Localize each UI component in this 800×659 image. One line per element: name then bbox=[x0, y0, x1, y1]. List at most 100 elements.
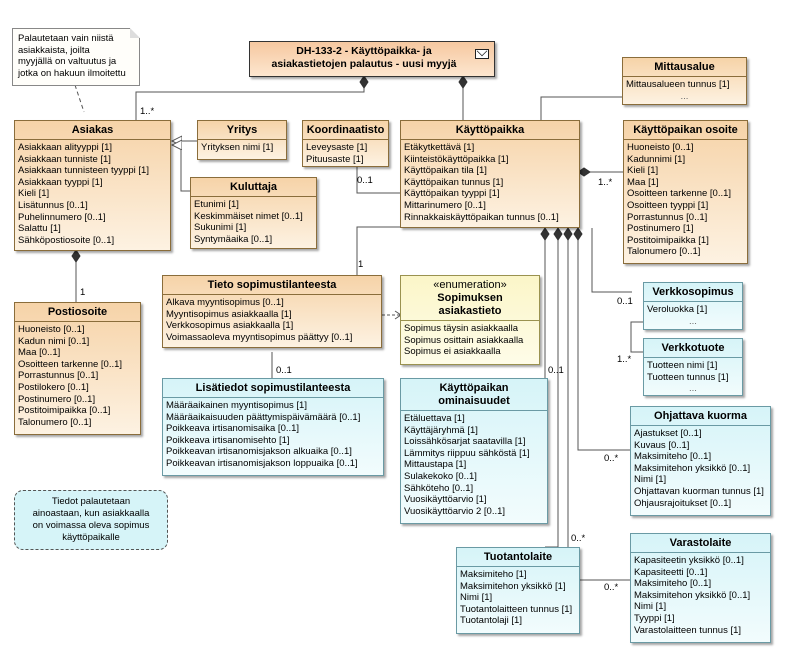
attribute: Maksimiteho [1] bbox=[460, 569, 527, 580]
attribute: Lisätunnus [0..1] bbox=[18, 199, 88, 211]
koordinaatisto-line bbox=[356, 166, 403, 194]
class-mittausalue: Mittausalue Mittausalueen tunnus [1] ... bbox=[622, 57, 747, 105]
attribute: Kiinteistökäyttöpaikka [1] bbox=[404, 153, 509, 165]
attribute-list: Mittausalueen tunnus [1] ... bbox=[623, 77, 746, 104]
attribute-list: Alkava myyntisopimus [0..1] Myyntisopimu… bbox=[163, 295, 381, 345]
kuluttaja-generalization bbox=[172, 145, 190, 192]
attribute: Käyttäjäryhmä [1] bbox=[404, 424, 478, 436]
attribute: Tuotantolaji [1] bbox=[460, 615, 522, 627]
multiplicity-label: 0..1 bbox=[548, 365, 564, 376]
multiplicity-label: 0..1 bbox=[617, 296, 633, 307]
attribute: Määräaikainen myyntisopimus [1] bbox=[166, 400, 307, 411]
multiplicity-label: 0..* bbox=[604, 582, 619, 593]
multiplicity-label: 0..1 bbox=[276, 365, 292, 376]
title-asiakas-line bbox=[135, 82, 365, 120]
multiplicity-label: 1..* bbox=[598, 177, 613, 188]
attribute: Postinumero [0..1] bbox=[18, 393, 96, 405]
enum-stereotype: «enumeration» bbox=[433, 279, 507, 291]
class-kuluttaja: Kuluttaja Etunimi [1] Keskimmäiset nimet… bbox=[190, 177, 317, 249]
attribute: Pituusaste [1] bbox=[306, 153, 364, 165]
attribute: Kadun nimi [0..1] bbox=[18, 335, 90, 347]
verkkosopimus-line bbox=[591, 228, 632, 293]
class-koordinaatisto: Koordinaatisto Leveysaste [1] Pituusaste… bbox=[302, 120, 389, 167]
note-line: asiakkaista, joilta bbox=[18, 44, 90, 56]
class-kayttopaikan-osoite: Käyttöpaikan osoite Huoneisto [0..1] Kad… bbox=[623, 120, 748, 264]
class-ohjattava-kuorma: Ohjattava kuorma Ajastukset [0..1] Kuvau… bbox=[630, 406, 771, 516]
attribute: Postitoimipaikka [0..1] bbox=[18, 405, 111, 417]
enum-literal: Sopimus osittain asiakkaalla bbox=[404, 334, 524, 346]
note-sopimus: Tiedot palautetaan ainoastaan, kun asiak… bbox=[14, 490, 168, 550]
diagram-title: DH-133-2 - Käyttöpaikka- ja asiakastieto… bbox=[249, 41, 495, 77]
class-name: Mittausalue bbox=[623, 58, 746, 77]
attribute: Voimassaoleva myyntisopimus päättyy [0..… bbox=[166, 331, 353, 343]
attribute-list: Määräaikainen myyntisopimus [1] Määräaik… bbox=[163, 398, 383, 472]
attribute: Talonumero [0..1] bbox=[18, 416, 92, 428]
enum-name-line: Sopimuksen bbox=[437, 292, 503, 304]
note-line: Palautetaan vain niistä bbox=[18, 33, 114, 44]
attribute: Postinumero [1] bbox=[627, 223, 694, 235]
class-name: Kuluttaja bbox=[191, 178, 316, 197]
attribute: Vuosikäyttöarvio 2 [0..1] bbox=[404, 505, 506, 517]
multiplicity-label: 0..* bbox=[604, 453, 619, 464]
attribute-list: Leveysaste [1] Pituusaste [1] bbox=[303, 140, 388, 166]
attribute-list: Huoneisto [0..1] Kadun nimi [0..1] Maa [… bbox=[15, 322, 140, 430]
composition-diamond bbox=[573, 227, 583, 241]
attribute: Mittarinumero [0..1] bbox=[404, 199, 486, 211]
attribute: Käyttöpaikan tunnus [1] bbox=[404, 176, 504, 188]
attribute: Salattu [1] bbox=[18, 223, 61, 235]
class-name: Lisätiedot sopimustilanteesta bbox=[163, 379, 383, 398]
attribute: Kapasiteetti [0..1] bbox=[634, 566, 708, 578]
attribute: Rinnakkaiskäyttöpaikan tunnus [0..1] bbox=[404, 211, 559, 223]
attribute: Huoneisto [0..1] bbox=[18, 324, 85, 335]
attribute-list: Etunimi [1] Keskimmäiset nimet [0..1] Su… bbox=[191, 197, 316, 247]
note-line: myyjällä on valtuutus ja bbox=[18, 56, 117, 67]
attribute: Tuotteen nimi [1] bbox=[647, 360, 718, 371]
attribute: Alkava myyntisopimus [0..1] bbox=[166, 297, 284, 308]
class-lisatiedot-sopimustilanteesta: Lisätiedot sopimustilanteesta Määräaikai… bbox=[162, 378, 384, 476]
attribute: Mittausalueen tunnus [1] bbox=[626, 79, 730, 90]
class-varastolaite: Varastolaite Kapasiteetin yksikkö [0..1]… bbox=[630, 533, 771, 643]
composition-diamond bbox=[563, 227, 573, 241]
note-line: Tiedot palautetaan bbox=[51, 496, 131, 507]
attribute: Maa [1] bbox=[627, 176, 659, 188]
class-name: Verkkotuote bbox=[644, 339, 742, 358]
class-name: Tieto sopimustilanteesta bbox=[163, 276, 381, 295]
attribute: Poikkeavan irtisanomisjakson loppuaika [… bbox=[166, 457, 358, 469]
enum-name-line: asiakastieto bbox=[438, 305, 502, 317]
class-yritys: Yritys Yrityksen nimi [1] bbox=[197, 120, 287, 160]
attribute: Postilokero [0..1] bbox=[18, 381, 89, 393]
class-name: Tuotantolaite bbox=[457, 548, 579, 567]
attribute: Maksimiteho [0..1] bbox=[634, 451, 712, 463]
enum-literal: Sopimus ei asiakkaalla bbox=[404, 346, 501, 358]
class-name: Käyttöpaikan osoite bbox=[624, 121, 747, 140]
ohjattava-line bbox=[577, 228, 632, 451]
attribute: Nimi [1] bbox=[460, 592, 493, 604]
attribute: Määräaikaisuuden päättymispäivämäärä [0.… bbox=[166, 411, 361, 423]
attribute-list: Asiakkaan alityyppi [1] Asiakkaan tunnis… bbox=[15, 140, 170, 248]
multiplicity-label: 1..* bbox=[617, 354, 632, 365]
attribute: Maksimitehon yksikkö [1] bbox=[460, 580, 566, 592]
attribute: Osoitteen tyyppi [1] bbox=[627, 199, 709, 211]
multiplicity-label: 0..* bbox=[571, 533, 586, 544]
attribute: Leveysaste [1] bbox=[306, 142, 368, 153]
composition-diamond bbox=[71, 249, 81, 263]
attribute-list: Huoneisto [0..1] Kadunnimi [1] Kieli [1]… bbox=[624, 140, 747, 260]
class-verkkosopimus: Verkkosopimus Veroluokka [1] ... bbox=[643, 282, 743, 330]
attribute: Etunimi [1] bbox=[194, 199, 239, 210]
attribute: Asiakkaan tunniste [1] bbox=[18, 153, 111, 165]
class-tuotantolaite: Tuotantolaite Maksimiteho [1] Maksimiteh… bbox=[456, 547, 580, 634]
composition-diamond bbox=[458, 75, 468, 89]
class-verkkotuote: Verkkotuote Tuotteen nimi [1] Tuotteen t… bbox=[643, 338, 743, 396]
class-name: Postiosoite bbox=[15, 303, 140, 322]
attribute: Syntymäaika [0..1] bbox=[194, 233, 273, 245]
attribute: Etäkytkettävä [1] bbox=[404, 142, 475, 153]
attribute-list: Etäkytkettävä [1] Kiinteistökäyttöpaikka… bbox=[401, 140, 579, 225]
attribute: Yrityksen nimi [1] bbox=[201, 142, 274, 153]
attribute: Käyttöpaikan tila [1] bbox=[404, 165, 487, 177]
attribute: Talonumero [0..1] bbox=[627, 246, 701, 258]
attribute-list: Kapasiteetin yksikkö [0..1] Kapasiteetti… bbox=[631, 553, 770, 638]
class-name: Asiakas bbox=[15, 121, 170, 140]
attribute: Mittaustapa [1] bbox=[404, 459, 467, 471]
attribute: Maksimiteho [0..1] bbox=[634, 578, 712, 590]
attribute: Porrastunnus [0..1] bbox=[627, 211, 708, 223]
